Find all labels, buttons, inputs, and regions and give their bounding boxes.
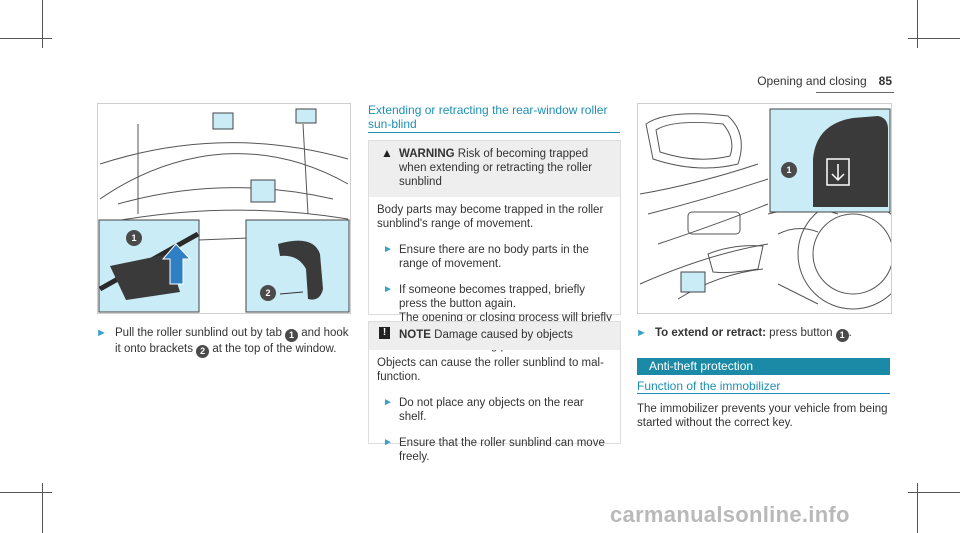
step-text: press button: [765, 327, 836, 339]
subsection-title: Anti-theft protection: [649, 359, 754, 373]
step-text: and hook it onto brackets: [115, 327, 349, 355]
instruction-step: ► Pull the roller sunblind out by tab 1 …: [96, 326, 349, 358]
figure-marker-1: 1: [781, 162, 797, 178]
list-item: ► Do not place any objects on the rear sh…: [377, 396, 612, 424]
crop-mark: [42, 0, 43, 48]
section-name: Opening and closing: [757, 74, 867, 88]
subsection-bar: Anti-theft protection: [637, 358, 890, 375]
door-panel-illustration: [639, 108, 891, 310]
step-label: To extend or retract:: [655, 327, 766, 339]
crop-mark: [917, 483, 918, 533]
note-text: Damage caused by objects: [434, 329, 573, 341]
instruction-step: ► To extend or retract: press button 1.: [636, 326, 889, 342]
warning-header: ▲ WARNING Risk of becoming trapped when …: [369, 141, 620, 197]
exclamation-icon: !: [379, 327, 390, 339]
header-rule: [816, 92, 894, 93]
crop-mark: [917, 0, 918, 48]
list-item: ► Ensure that the roller sunblind can mov…: [377, 436, 612, 464]
crop-mark: [0, 38, 52, 39]
title-rule: [368, 132, 620, 133]
list-item-text: Ensure there are no body parts in the ra…: [399, 244, 589, 270]
arrow-icon: ►: [383, 244, 393, 255]
step-text: at the top of the window.: [209, 343, 337, 355]
page-number: 85: [878, 74, 892, 88]
crop-mark: [908, 38, 960, 39]
warning-box: ▲ WARNING Risk of becoming trapped when …: [368, 140, 621, 352]
warning-text: Risk of becoming trapped when extending …: [399, 148, 593, 188]
warning-description: Body parts may become trapped in the rol…: [377, 204, 604, 230]
door-button-figure: 1: [637, 103, 892, 314]
figure-marker-1: 1: [126, 230, 142, 246]
sunblind-figure: 1 2: [97, 103, 351, 314]
title-rule: [637, 393, 890, 394]
inline-marker-1: 1: [835, 329, 849, 342]
arrow-icon: ►: [96, 327, 107, 339]
running-header: Opening and closing 85: [757, 74, 892, 88]
immobilizer-text: The immobilizer prevents your vehicle fr…: [637, 403, 888, 429]
list-item-text: Ensure that the roller sunblind can move…: [399, 437, 605, 463]
arrow-icon: ►: [383, 437, 393, 448]
figure-marker-2: 2: [260, 285, 276, 301]
inline-marker-2: 2: [196, 345, 210, 358]
arrow-icon: ►: [383, 397, 393, 408]
list-item: ► Ensure there are no body parts in the r…: [377, 243, 612, 271]
section-title: Extending or retracting the rear-window …: [368, 103, 608, 131]
note-label: NOTE: [399, 329, 431, 341]
warning-label: WARNING: [399, 148, 455, 160]
inline-marker-1: 1: [285, 329, 299, 342]
rear-window-illustration: [98, 108, 350, 313]
warning-icon: ▲: [381, 146, 393, 160]
list-item-text: If someone becomes trapped, briefly pres…: [399, 284, 586, 310]
arrow-icon: ►: [383, 284, 393, 295]
note-header: ! NOTE Damage caused by objects: [369, 322, 620, 350]
crop-mark: [42, 483, 43, 533]
note-body: Objects can cause the roller sunblind to…: [369, 350, 620, 470]
step-text: .: [848, 327, 852, 339]
watermark: carmanualsonline.info: [610, 502, 850, 527]
step-text: Pull the roller sunblind out by tab: [115, 327, 286, 339]
note-description: Objects can cause the roller sunblind to…: [377, 357, 604, 383]
section-title: Function of the immobilizer: [637, 379, 781, 393]
arrow-icon: ►: [636, 327, 647, 339]
crop-mark: [0, 492, 52, 493]
crop-mark: [908, 492, 960, 493]
note-box: ! NOTE Damage caused by objects Objects …: [368, 321, 621, 463]
list-item-text: Do not place any objects on the rear she…: [399, 397, 584, 423]
